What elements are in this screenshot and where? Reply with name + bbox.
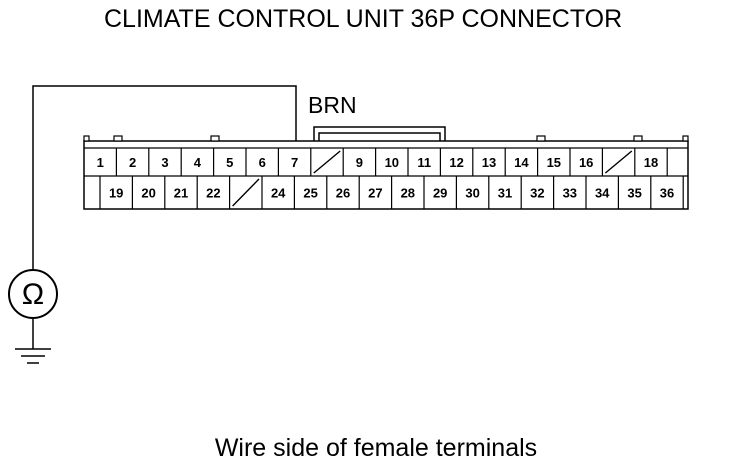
ground-icon: [15, 318, 51, 364]
terminal-label-6: 6: [259, 155, 266, 170]
diagram-footer: Wire side of female terminals: [215, 434, 537, 462]
terminal-label-2: 2: [129, 155, 136, 170]
terminal-label-31: 31: [498, 186, 512, 201]
connector-bump: [633, 135, 643, 142]
connector-bump: [210, 135, 220, 142]
terminal-label-33: 33: [563, 186, 577, 201]
blank-cavity-mark: [232, 178, 260, 207]
terminal-label-7: 7: [291, 155, 298, 170]
terminal-label-30: 30: [465, 186, 479, 201]
blank-cavity-mark: [604, 150, 633, 174]
terminal-label-14: 14: [514, 155, 529, 170]
connector-bump: [113, 135, 123, 142]
terminal-label-4: 4: [194, 155, 202, 170]
terminal-label-27: 27: [368, 186, 382, 201]
meter-lead-wire: [32, 85, 297, 270]
terminal-label-11: 11: [417, 155, 431, 170]
terminal-label-25: 25: [303, 186, 317, 201]
terminal-label-34: 34: [595, 186, 610, 201]
terminal-label-24: 24: [271, 186, 286, 201]
blank-cavity-mark: [313, 150, 341, 174]
connector-lock-tab: [313, 126, 446, 141]
terminal-label-35: 35: [627, 186, 641, 201]
terminal-label-1: 1: [97, 155, 104, 170]
terminal-label-12: 12: [449, 155, 463, 170]
terminal-label-13: 13: [482, 155, 496, 170]
terminal-label-21: 21: [174, 186, 188, 201]
terminal-label-28: 28: [401, 186, 415, 201]
terminal-label-15: 15: [547, 155, 561, 170]
terminal-label-20: 20: [141, 186, 155, 201]
terminal-label-9: 9: [356, 155, 363, 170]
connector-bump: [536, 135, 546, 142]
terminal-label-32: 32: [530, 186, 544, 201]
terminal-label-26: 26: [336, 186, 350, 201]
terminal-label-22: 22: [206, 186, 220, 201]
ohmmeter-icon: Ω: [8, 269, 58, 319]
ohm-symbol: Ω: [22, 278, 44, 311]
terminal-label-18: 18: [644, 155, 658, 170]
wire-color-label: BRN: [308, 92, 357, 118]
terminal-label-29: 29: [433, 186, 447, 201]
connector-bump: [83, 135, 90, 142]
terminal-label-3: 3: [161, 155, 168, 170]
terminal-label-19: 19: [109, 186, 123, 201]
terminal-label-10: 10: [385, 155, 399, 170]
connector-bump: [682, 135, 689, 142]
terminal-label-5: 5: [226, 155, 233, 170]
terminal-label-36: 36: [660, 186, 674, 201]
terminal-label-16: 16: [579, 155, 593, 170]
diagram-title: CLIMATE CONTROL UNIT 36P CONNECTOR: [104, 5, 622, 33]
connector-outline: [83, 140, 689, 210]
